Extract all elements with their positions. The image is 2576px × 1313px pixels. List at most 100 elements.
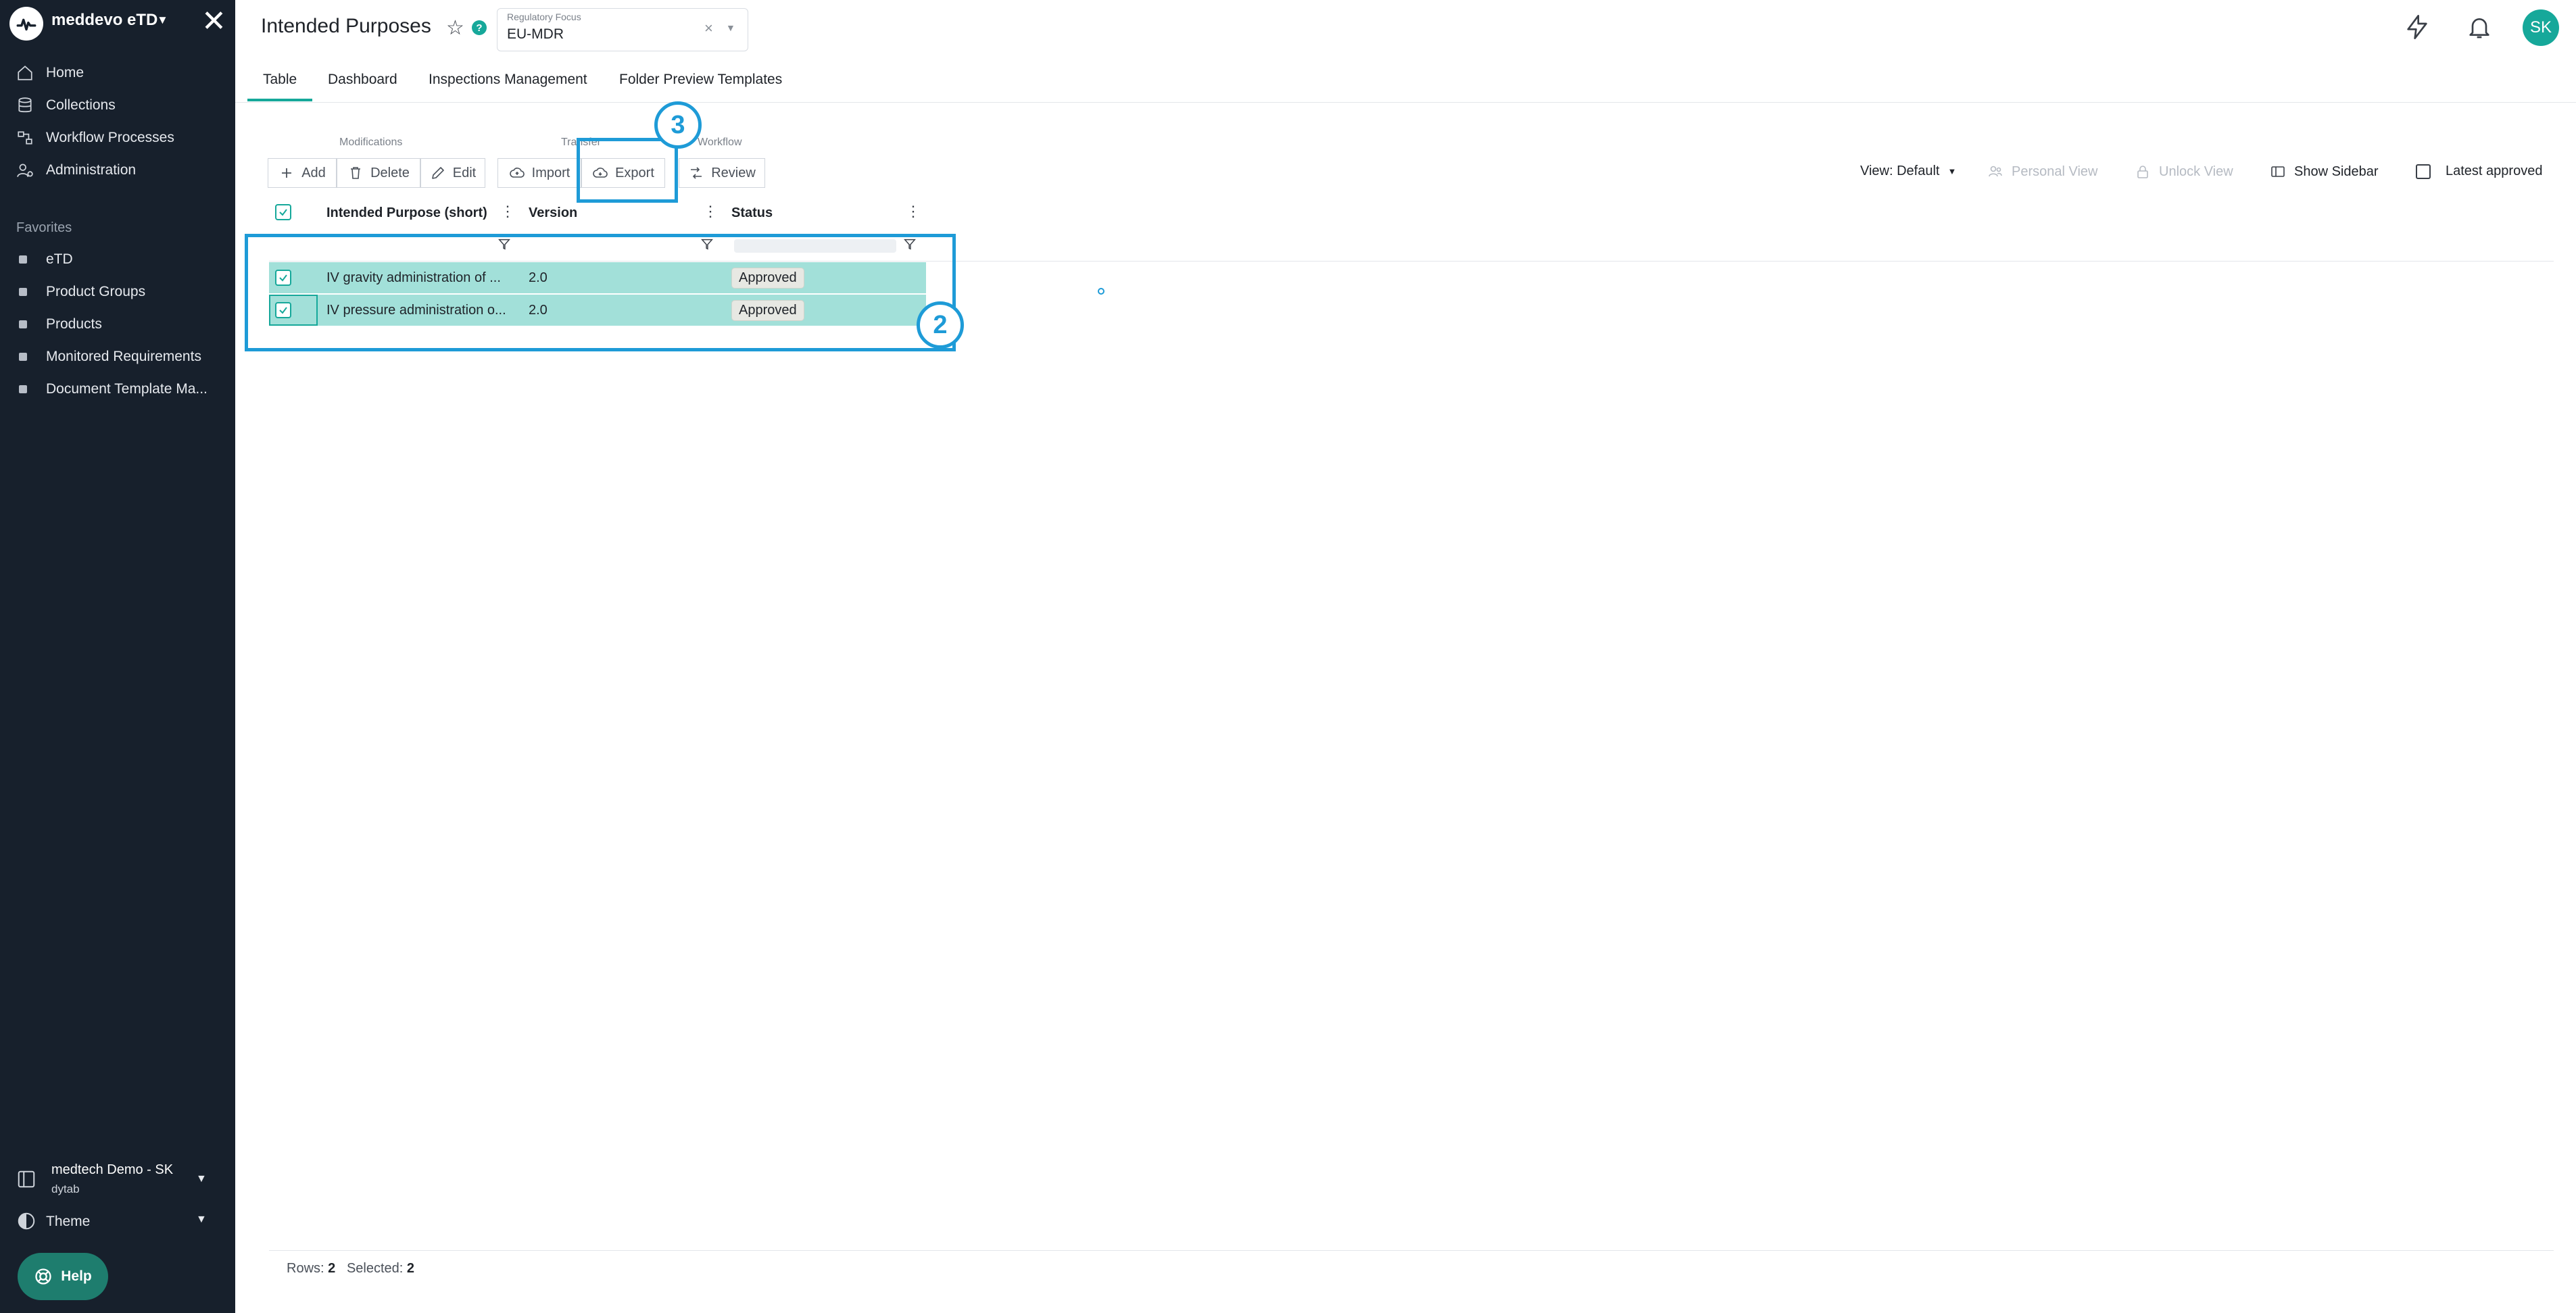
avatar[interactable]: SK bbox=[2523, 9, 2559, 46]
favorite-item[interactable]: Product Groups bbox=[19, 278, 145, 305]
favorite-label: Products bbox=[46, 316, 102, 332]
user-gear-icon bbox=[17, 164, 33, 177]
favorite-item[interactable]: Monitored Requirements bbox=[19, 343, 201, 370]
sidebar-panel-icon bbox=[18, 1170, 35, 1188]
status-filter-input[interactable] bbox=[734, 239, 896, 253]
row-checkbox[interactable] bbox=[275, 302, 291, 318]
favorite-label: eTD bbox=[46, 251, 73, 267]
table-row[interactable]: IV gravity administration of ... 2.0 App… bbox=[269, 262, 926, 293]
nav-label: Administration bbox=[46, 162, 137, 178]
nav-label: Collections bbox=[46, 97, 116, 113]
bell-icon[interactable] bbox=[2466, 14, 2493, 41]
lifebuoy-icon bbox=[35, 1268, 51, 1285]
row-checkbox[interactable] bbox=[275, 270, 291, 286]
nav-label: Workflow Processes bbox=[46, 130, 174, 145]
column-menu-icon[interactable]: ⋮ bbox=[500, 203, 515, 220]
column-header-version[interactable]: Version bbox=[529, 205, 578, 220]
caret-down-icon[interactable]: ▼ bbox=[726, 22, 735, 33]
view-select[interactable]: View: Default ▼ bbox=[1860, 164, 1956, 179]
workflow-icon bbox=[18, 131, 32, 145]
personal-view-button[interactable]: Personal View bbox=[1987, 164, 2097, 180]
show-sidebar-button[interactable]: Show Sidebar bbox=[2270, 164, 2379, 180]
review-button[interactable]: Review bbox=[679, 158, 765, 188]
favorite-item[interactable]: Products bbox=[19, 311, 102, 338]
caret-down-icon[interactable]: ▼ bbox=[157, 14, 168, 26]
page-title: Intended Purposes bbox=[261, 15, 431, 37]
nav-home[interactable]: Home bbox=[16, 58, 84, 88]
lightning-icon[interactable] bbox=[2404, 14, 2431, 41]
caret-down-icon[interactable]: ▼ bbox=[196, 1214, 207, 1225]
filter-icon[interactable] bbox=[497, 237, 512, 251]
users-icon bbox=[1989, 166, 2002, 177]
caret-down-icon: ▼ bbox=[1947, 166, 1957, 176]
export-button[interactable]: Export bbox=[581, 158, 665, 188]
bookmark-icon bbox=[19, 288, 27, 296]
help-circle-icon[interactable]: ? bbox=[472, 20, 487, 35]
column-header-status[interactable]: Status bbox=[731, 205, 773, 220]
footer-divider bbox=[269, 1250, 2554, 1251]
export-label: Export bbox=[615, 165, 654, 180]
unlock-view-button[interactable]: Unlock View bbox=[2135, 164, 2233, 180]
add-label: Add bbox=[301, 165, 326, 180]
cloud-download-icon bbox=[593, 168, 608, 178]
edit-button[interactable]: Edit bbox=[420, 158, 485, 188]
column-menu-icon[interactable]: ⋮ bbox=[906, 203, 921, 220]
regulatory-focus-label: Regulatory Focus bbox=[507, 11, 581, 22]
bookmark-icon bbox=[19, 385, 27, 393]
favorite-item[interactable]: Document Template Ma... bbox=[19, 376, 208, 403]
status-badge: Approved bbox=[731, 267, 804, 289]
import-button[interactable]: Import bbox=[497, 158, 581, 188]
favorite-label: Document Template Ma... bbox=[46, 381, 208, 397]
tab-inspections-management[interactable]: Inspections Management bbox=[429, 72, 587, 87]
regulatory-focus-select[interactable]: Regulatory Focus EU-MDR × ▼ bbox=[497, 8, 748, 51]
latest-approved-checkbox[interactable]: Latest approved bbox=[2416, 164, 2542, 179]
nav-workflow-processes[interactable]: Workflow Processes bbox=[16, 123, 174, 153]
plus-icon bbox=[282, 168, 292, 178]
tab-table[interactable]: Table bbox=[263, 72, 297, 87]
help-label: Help bbox=[61, 1268, 92, 1284]
trash-icon bbox=[351, 167, 361, 179]
cloud-upload-icon bbox=[509, 168, 525, 178]
filter-icon[interactable] bbox=[902, 237, 917, 251]
favorite-item[interactable]: eTD bbox=[19, 246, 73, 273]
add-button[interactable]: Add bbox=[268, 158, 337, 188]
favorite-label: Monitored Requirements bbox=[46, 349, 201, 364]
clear-icon[interactable]: × bbox=[704, 20, 713, 36]
theme-toggle[interactable]: Theme bbox=[46, 1214, 91, 1229]
bookmark-icon bbox=[19, 320, 27, 328]
check-icon bbox=[279, 307, 287, 314]
table-selection-highlight bbox=[245, 234, 956, 351]
nav-administration[interactable]: Administration bbox=[16, 155, 136, 185]
app-switcher[interactable]: meddevo eTD bbox=[51, 11, 158, 29]
close-icon[interactable]: ✕ bbox=[201, 5, 226, 38]
help-button[interactable]: Help bbox=[18, 1253, 108, 1300]
star-icon[interactable]: ☆ bbox=[446, 17, 464, 39]
step-marker-3: 3 bbox=[654, 101, 702, 149]
status-badge: Approved bbox=[731, 299, 804, 321]
latest-approved-label: Latest approved bbox=[2446, 164, 2543, 178]
focused-cell bbox=[269, 295, 318, 326]
filter-icon[interactable] bbox=[700, 237, 714, 251]
edit-label: Edit bbox=[452, 165, 477, 180]
caret-down-icon[interactable]: ▼ bbox=[196, 1173, 207, 1185]
check-icon bbox=[279, 274, 287, 282]
tenant-sub: dytab bbox=[51, 1183, 80, 1195]
review-label: Review bbox=[711, 165, 756, 180]
favorites-heading: Favorites bbox=[16, 220, 72, 235]
table-row[interactable]: IV pressure administration o... 2.0 Appr… bbox=[269, 295, 926, 326]
select-all-checkbox[interactable] bbox=[275, 204, 291, 220]
tenant-name[interactable]: medtech Demo - SK bbox=[51, 1162, 174, 1177]
home-icon bbox=[18, 66, 32, 80]
bookmark-icon bbox=[19, 255, 27, 264]
nav-collections[interactable]: Collections bbox=[16, 91, 116, 120]
column-menu-icon[interactable]: ⋮ bbox=[703, 203, 718, 220]
table-header-divider bbox=[269, 261, 2554, 262]
tab-dashboard[interactable]: Dashboard bbox=[328, 72, 397, 87]
delete-button[interactable]: Delete bbox=[337, 158, 420, 188]
tab-folder-preview-templates[interactable]: Folder Preview Templates bbox=[619, 72, 783, 87]
theme-icon bbox=[18, 1212, 35, 1230]
unlock-view-label: Unlock View bbox=[2159, 164, 2233, 179]
column-header-purpose[interactable]: Intended Purpose (short) bbox=[326, 205, 487, 220]
personal-view-label: Personal View bbox=[2012, 164, 2098, 179]
review-icon bbox=[691, 167, 702, 179]
